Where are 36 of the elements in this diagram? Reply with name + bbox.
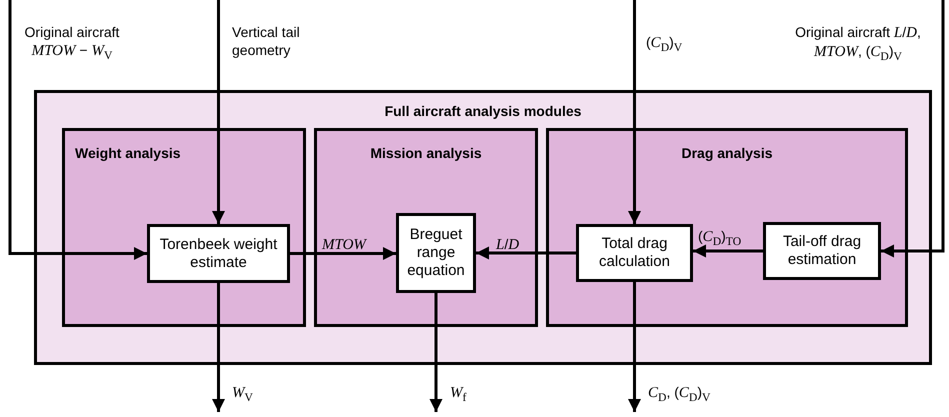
arrow bbox=[212, 283, 225, 412]
edge-label: C$_{D}$, (C$_{D}$)$_{V}$ bbox=[648, 384, 710, 406]
edge-label: W$_{V}$ bbox=[232, 384, 253, 406]
arrow bbox=[476, 246, 576, 260]
arrow bbox=[8, 0, 147, 260]
edge-label: W$_{f}$ bbox=[450, 384, 466, 406]
process-box bbox=[147, 224, 290, 283]
edge-label: MTOW bbox=[322, 236, 366, 255]
arrow bbox=[212, 0, 225, 224]
process-box bbox=[763, 222, 881, 280]
arrow bbox=[628, 0, 641, 224]
analysis-panel bbox=[314, 128, 538, 327]
edge-label: L/D bbox=[496, 236, 520, 255]
edge-label: Original aircraft MTOW − W$_{V}$ bbox=[24, 24, 120, 63]
box-label: Total drag calculation bbox=[598, 235, 671, 271]
arrow bbox=[290, 247, 396, 260]
process-box bbox=[576, 224, 693, 282]
panel-title: Weight analysis bbox=[75, 145, 181, 161]
arrow bbox=[430, 293, 442, 412]
edge-label: (C$_{D}$)$_{V}$ bbox=[646, 34, 682, 56]
panel-title: Full aircraft analysis modules bbox=[384, 103, 582, 119]
analysis-panel bbox=[546, 128, 908, 327]
process-box bbox=[396, 213, 476, 293]
edge-label: (C$_{D}$)$_{TO}$ bbox=[698, 228, 742, 250]
arrow bbox=[881, 0, 944, 258]
panel-title: Drag analysis bbox=[681, 145, 773, 161]
arrow bbox=[693, 244, 763, 258]
box-label: Breguet range equation bbox=[406, 226, 466, 280]
edge-label: Vertical tail geometry bbox=[232, 24, 301, 59]
module-panel bbox=[34, 90, 932, 365]
analysis-panel bbox=[62, 128, 306, 327]
box-label: Tail-off drag estimation bbox=[782, 233, 862, 269]
arrow bbox=[628, 282, 641, 412]
edge-label: Original aircraft L/D, MTOW, (C$_{D}$)$_{V}$ bbox=[794, 24, 922, 64]
panel-title: Mission analysis bbox=[370, 145, 482, 161]
box-label: Torenbeek weight estimate bbox=[158, 236, 278, 272]
